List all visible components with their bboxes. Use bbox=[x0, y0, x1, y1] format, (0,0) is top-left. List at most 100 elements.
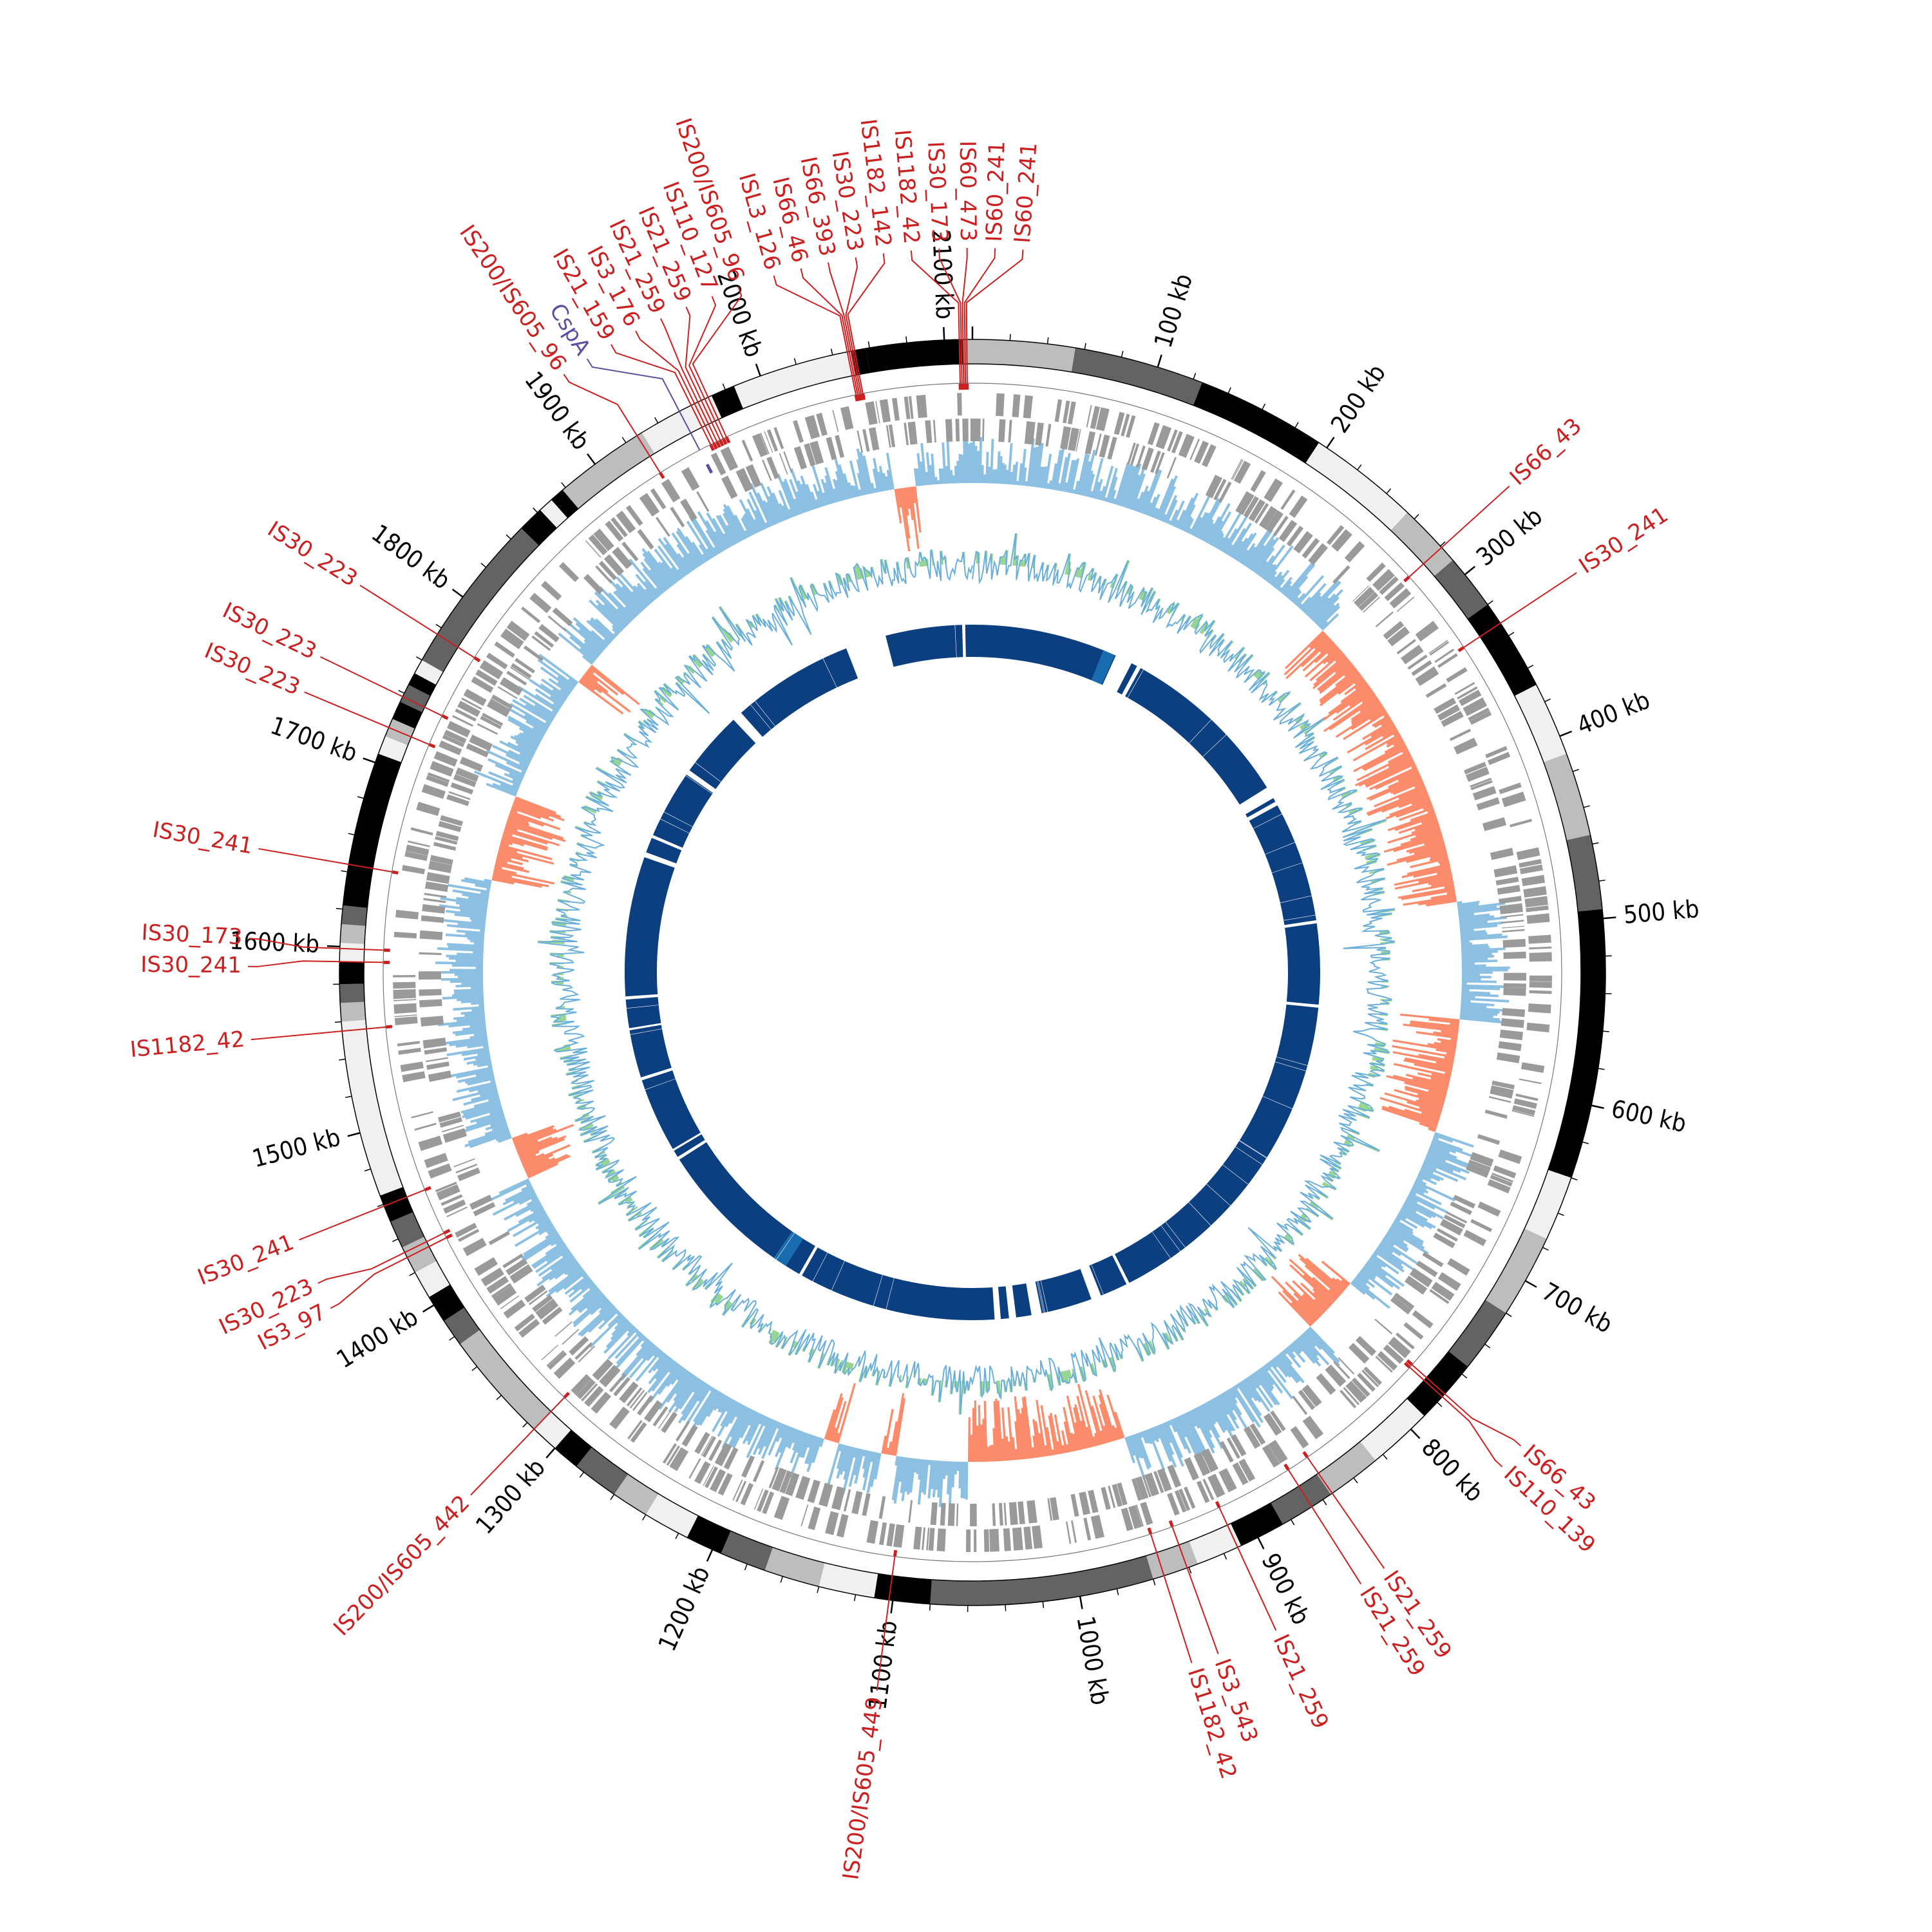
skew-positive-bar bbox=[1197, 498, 1220, 539]
skew-positive-bar bbox=[462, 1103, 502, 1116]
skew-positive-bar bbox=[723, 508, 743, 542]
skew-positive-bar bbox=[1235, 533, 1254, 561]
skew-positive-bar bbox=[1175, 1417, 1187, 1438]
coverage-segment bbox=[1285, 923, 1320, 1005]
skew-negative-bar bbox=[590, 665, 640, 706]
skew-positive-bar bbox=[1461, 984, 1508, 989]
skew-positive-bar bbox=[1157, 475, 1178, 520]
skew-negative-bar bbox=[1285, 637, 1331, 679]
gene-feature bbox=[1476, 797, 1500, 811]
skew-negative-bar bbox=[1044, 1444, 1049, 1457]
minor-tick bbox=[1291, 1519, 1295, 1526]
skew-positive-bar bbox=[1147, 497, 1157, 516]
gene-feature bbox=[925, 420, 933, 444]
gene-feature bbox=[1280, 489, 1296, 510]
skew-positive-bar bbox=[1410, 1188, 1442, 1206]
coverage-break bbox=[1188, 1202, 1211, 1226]
is-element-marker bbox=[958, 383, 962, 390]
gc-high-fill bbox=[1079, 563, 1084, 578]
skew-positive-bar bbox=[1153, 508, 1160, 519]
skew-positive-bar bbox=[583, 641, 600, 657]
skew-positive-bar bbox=[1256, 1369, 1273, 1392]
skew-positive-bar bbox=[1276, 578, 1285, 590]
skew-positive-bar bbox=[1139, 490, 1150, 513]
skew-negative-bar bbox=[578, 680, 624, 715]
skew-negative-bar bbox=[1412, 1077, 1449, 1088]
gene-feature bbox=[1501, 791, 1526, 808]
gene-feature bbox=[578, 1345, 596, 1363]
skew-positive-bar bbox=[1386, 1232, 1408, 1247]
skew-positive-bar bbox=[1169, 1419, 1177, 1433]
skew-negative-bar bbox=[1314, 635, 1329, 650]
skew-positive-bar bbox=[437, 947, 484, 952]
skew-positive-bar bbox=[456, 929, 485, 934]
skew-positive-bar bbox=[750, 483, 772, 527]
gene-feature bbox=[926, 1528, 930, 1551]
gene-feature bbox=[982, 419, 985, 442]
skew-positive-bar bbox=[545, 1230, 558, 1240]
gc-high-fill bbox=[1345, 802, 1352, 808]
skew-positive-bar bbox=[1459, 921, 1503, 928]
skew-positive-bar bbox=[705, 529, 721, 554]
skew-positive-bar bbox=[495, 764, 524, 779]
gene-feature bbox=[1466, 1162, 1490, 1178]
skew-positive-bar bbox=[450, 969, 484, 972]
gene-feature bbox=[1463, 1229, 1487, 1247]
skew-positive-bar bbox=[1401, 1206, 1428, 1222]
skew-negative-bar bbox=[1370, 722, 1394, 737]
skew-positive-bar bbox=[1362, 1266, 1377, 1278]
gc-high-fill bbox=[1253, 1268, 1265, 1281]
gc-high-fill bbox=[1349, 808, 1358, 814]
gene-feature bbox=[1519, 864, 1543, 875]
skew-positive-bar bbox=[488, 771, 521, 787]
gene-feature bbox=[1063, 400, 1070, 424]
skew-positive-bar bbox=[446, 954, 484, 958]
skew-positive-bar bbox=[742, 1412, 760, 1444]
gene-feature bbox=[592, 1358, 614, 1381]
skew-positive-bar bbox=[1249, 1374, 1274, 1408]
skew-positive-bar bbox=[642, 567, 665, 594]
skew-positive-bar bbox=[506, 753, 530, 767]
gene-feature bbox=[546, 1350, 564, 1367]
is-element-label: IS30_173 bbox=[922, 141, 952, 243]
skew-negative-bar bbox=[1358, 758, 1414, 787]
skew-positive-bar bbox=[872, 468, 880, 493]
skew-positive-bar bbox=[746, 1413, 762, 1442]
skew-positive-bar bbox=[517, 685, 559, 713]
skew-positive-bar bbox=[1037, 466, 1043, 488]
skew-negative-bar bbox=[502, 835, 548, 851]
skew-negative-bar bbox=[1038, 1433, 1045, 1457]
skew-positive-bar bbox=[1297, 1336, 1320, 1361]
skew-positive-bar bbox=[712, 518, 731, 548]
skew-negative-bar bbox=[1402, 748, 1409, 754]
gene-feature bbox=[603, 554, 625, 576]
skew-positive-bar bbox=[512, 699, 553, 724]
gene-feature bbox=[1150, 450, 1161, 473]
minor-tick bbox=[1592, 842, 1599, 845]
skew-negative-bar bbox=[513, 1127, 554, 1144]
gene-feature bbox=[1503, 972, 1526, 981]
skew-positive-bar bbox=[616, 576, 646, 610]
skew-positive-bar bbox=[509, 703, 550, 728]
gene-feature bbox=[1352, 585, 1370, 602]
gene-feature bbox=[1529, 946, 1552, 950]
skew-positive-bar bbox=[557, 676, 575, 690]
skew-positive-bar bbox=[651, 1360, 676, 1392]
gene-feature bbox=[1363, 596, 1380, 613]
skew-positive-bar bbox=[537, 658, 576, 688]
is-element-marker bbox=[893, 1549, 898, 1557]
skew-positive-bar bbox=[1200, 1404, 1220, 1438]
skew-positive-bar bbox=[518, 1194, 537, 1205]
skew-positive-bar bbox=[1431, 1140, 1476, 1159]
skew-negative-bar bbox=[1416, 1031, 1458, 1039]
gene-feature bbox=[1502, 929, 1525, 933]
major-tick bbox=[1326, 437, 1335, 449]
skew-positive-bar bbox=[616, 607, 632, 623]
skew-positive-bar bbox=[768, 496, 782, 523]
gc-high-fill bbox=[556, 1017, 567, 1020]
gene-feature bbox=[506, 670, 527, 686]
ideogram-band bbox=[340, 1001, 366, 1022]
skew-positive-bar bbox=[1396, 1215, 1418, 1229]
skew-positive-bar bbox=[1392, 1222, 1425, 1244]
skew-positive-bar bbox=[1365, 1262, 1401, 1290]
